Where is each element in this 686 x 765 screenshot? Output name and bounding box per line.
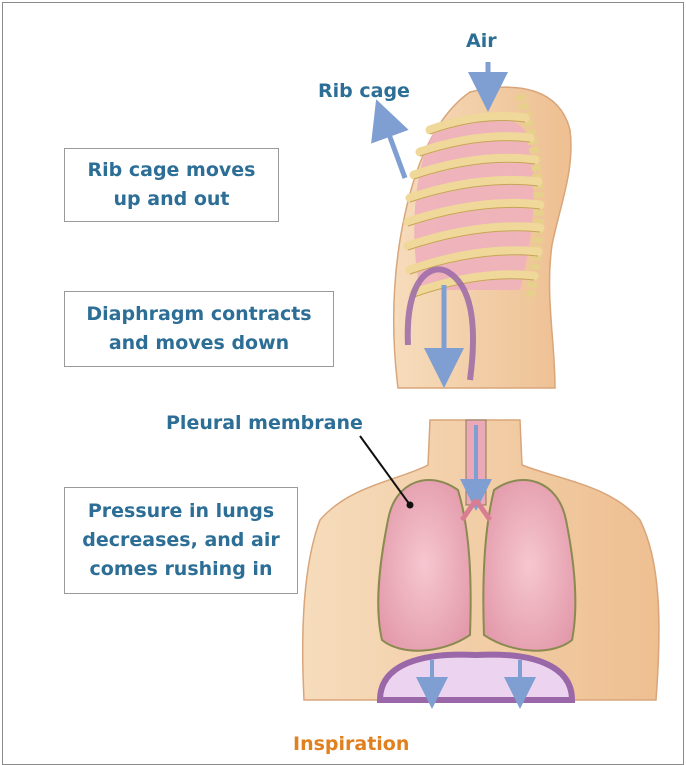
rib-cage-moves-text: Rib cage moves up and out xyxy=(75,156,268,214)
diaphragm xyxy=(380,655,572,700)
diaphragm-box: Diaphragm contracts and moves down xyxy=(64,291,334,367)
caption: Inspiration xyxy=(293,733,409,755)
front-torso-illustration xyxy=(303,420,659,700)
right-lung xyxy=(483,480,575,651)
pressure-box: Pressure in lungs decreases, and air com… xyxy=(64,487,298,594)
rib-cage-arrow xyxy=(383,118,405,178)
rib-cage-label: Rib cage xyxy=(318,80,410,102)
diaphragm-text: Diaphragm contracts and moves down xyxy=(75,300,323,358)
pressure-text: Pressure in lungs decreases, and air com… xyxy=(75,497,287,584)
left-lung xyxy=(378,480,470,651)
air-label: Air xyxy=(466,30,497,52)
pleural-membrane-label: Pleural membrane xyxy=(166,412,363,434)
rib-cage-moves-box: Rib cage moves up and out xyxy=(64,148,279,222)
side-torso-illustration xyxy=(383,62,571,388)
